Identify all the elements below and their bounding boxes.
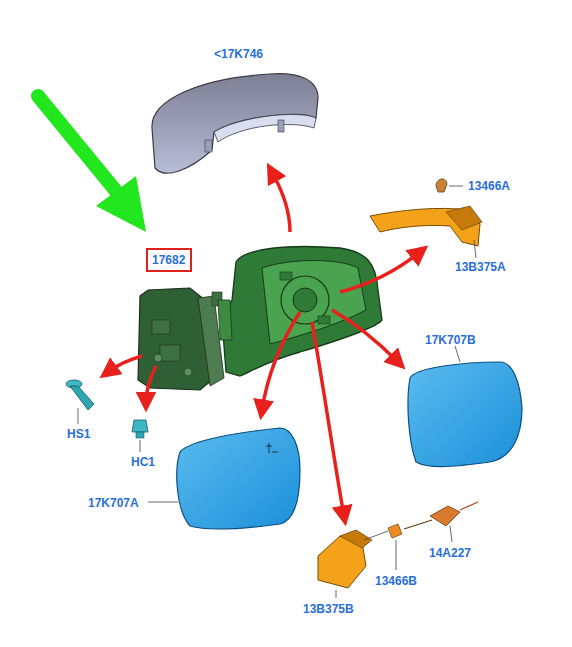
leader-line: [148, 502, 178, 503]
leader-line: [364, 531, 388, 540]
leader-line: [450, 526, 452, 542]
mirror-housing: [218, 247, 382, 376]
part-number: <17K746: [214, 47, 263, 61]
bulb: [388, 524, 402, 538]
screw: [66, 380, 94, 410]
heater-symbol: [266, 443, 278, 453]
bulb-socket: [404, 502, 478, 529]
turn-signal: [370, 206, 482, 246]
callout-number: 17682: [152, 253, 186, 267]
pointer-arrow: [38, 96, 146, 232]
mirror-glass: [408, 362, 522, 467]
leader-line: [474, 240, 476, 258]
part-number: 13466B: [375, 574, 417, 588]
part-number: 13B375B: [303, 602, 354, 616]
bulb: [436, 179, 447, 192]
mirror-cap: [152, 74, 318, 173]
part-number: HC1: [131, 455, 155, 469]
part-number: 13466A: [468, 179, 510, 193]
clip: [132, 420, 148, 438]
part-number: 13B375A: [455, 260, 506, 274]
part-number: 17K707A: [88, 496, 139, 510]
part-number: 14A227: [429, 546, 471, 560]
leader-line: [449, 186, 463, 187]
leader-line: [336, 590, 337, 598]
part-number: 17K707B: [425, 333, 476, 347]
leader-line: [140, 440, 141, 452]
puddle-lamp: [318, 530, 372, 588]
callout-box: 17682: [146, 248, 192, 272]
part-number: HS1: [67, 427, 90, 441]
mirror-glass: [177, 428, 300, 529]
leader-line: [78, 408, 79, 424]
leader-line: [396, 540, 397, 570]
leader-line: [455, 346, 460, 362]
